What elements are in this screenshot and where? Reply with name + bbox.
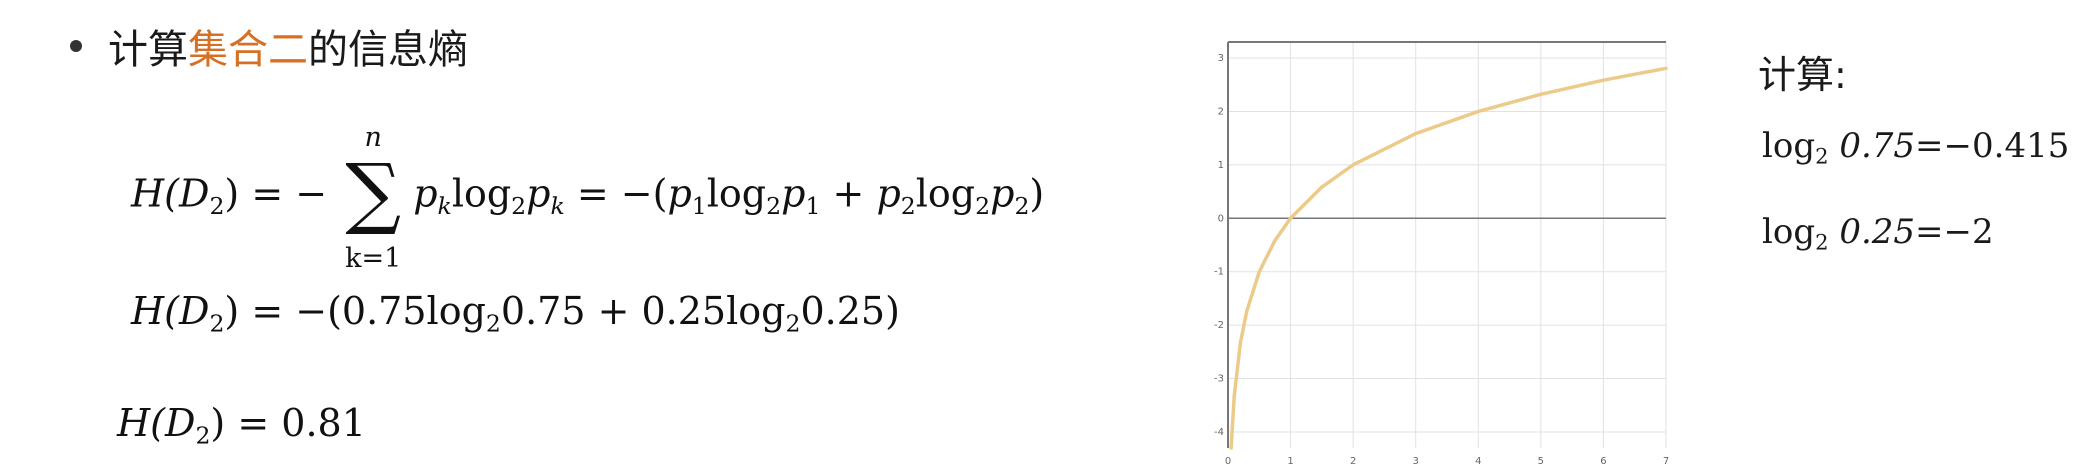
title-highlight: 集合二 <box>188 27 308 73</box>
x-tick-label: 5 <box>1538 456 1544 467</box>
y-tick-label: -2 <box>1214 320 1224 331</box>
entropy-result: H(D2) = 0.81 <box>117 401 366 450</box>
y-tick-label: -3 <box>1214 374 1224 385</box>
log2-chart: 0 1 2 3 4 5 6 7 3 2 1 0 -1 -2 -3 -4 <box>1212 38 1672 468</box>
calc-line-2: log2 0.25=−2 <box>1762 212 1994 255</box>
x-tick-label: 1 <box>1287 456 1293 467</box>
entropy-formula: H(D2) = − n ∑ k=1 pklog2pk = −(p1log2p1 … <box>131 122 1045 274</box>
slide-title: 计算集合二的信息熵 <box>70 16 468 76</box>
x-tick-label: 4 <box>1475 456 1481 467</box>
entropy-substitution: H(D2) = −(0.75log20.75 + 0.25log20.25) <box>131 289 900 338</box>
x-tick-label: 3 <box>1413 456 1419 467</box>
summation: n ∑ k=1 <box>345 122 402 274</box>
x-tick-label: 7 <box>1663 456 1669 467</box>
x-tick-label: 0 <box>1225 456 1231 467</box>
title-pre: 计算 <box>108 27 188 73</box>
x-tick-label: 6 <box>1600 456 1606 467</box>
title-post: 的信息熵 <box>308 27 468 73</box>
y-tick-label: 1 <box>1218 160 1224 171</box>
y-tick-label: -1 <box>1214 267 1224 278</box>
y-tick-label: 0 <box>1218 213 1224 224</box>
calc-line-1: log2 0.75=−0.415 <box>1762 126 2070 169</box>
log2-curve <box>1229 66 1668 450</box>
log2-chart-svg: 0 1 2 3 4 5 6 7 3 2 1 0 -1 -2 -3 -4 <box>1214 41 1669 467</box>
x-tick-label: 2 <box>1350 456 1356 467</box>
y-tick-label: 3 <box>1218 53 1224 64</box>
plot-area <box>1228 42 1666 448</box>
sigma-symbol: ∑ <box>345 148 402 238</box>
y-tick-label: 2 <box>1218 106 1224 117</box>
y-tick-label: -4 <box>1214 427 1224 438</box>
bullet-icon <box>70 40 82 52</box>
calc-title: 计算: <box>1758 53 1847 97</box>
